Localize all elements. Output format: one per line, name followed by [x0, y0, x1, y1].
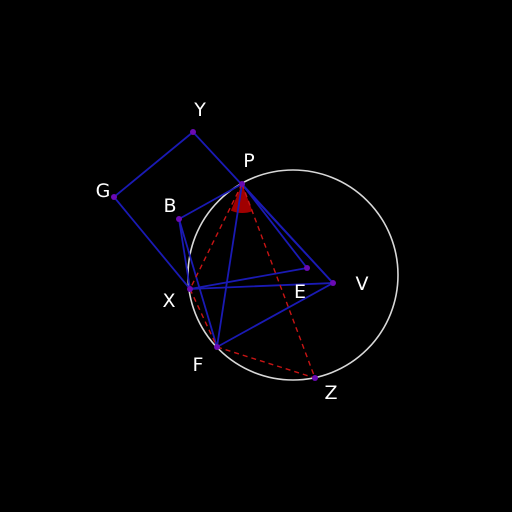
dashed-segment-PZ — [241, 183, 316, 379]
label-P: P — [243, 150, 254, 172]
dashed-segment-PX — [189, 183, 243, 290]
point-E — [304, 265, 310, 271]
point-B — [176, 216, 182, 222]
point-Z — [312, 375, 318, 381]
angle-marker-P — [230, 184, 253, 213]
label-E: E — [294, 281, 306, 303]
point-V — [330, 280, 336, 286]
point-G — [111, 194, 117, 200]
label-X: X — [162, 290, 175, 312]
label-G: G — [96, 180, 111, 202]
angle-layer — [230, 184, 253, 213]
segment-BF — [178, 218, 218, 348]
label-F: F — [193, 354, 204, 376]
construction-layer — [189, 183, 316, 379]
point-Y — [190, 129, 196, 135]
label-Z: Z — [324, 382, 337, 404]
point-P — [239, 181, 245, 187]
dashed-segment-FZ — [216, 346, 316, 379]
point-X — [187, 286, 193, 292]
label-B: B — [163, 195, 176, 217]
triangle-PVF — [215, 182, 335, 349]
labels-layer: Y G P B E V X F Z — [96, 99, 369, 404]
label-V: V — [356, 273, 369, 295]
label-Y: Y — [193, 99, 206, 121]
point-F — [214, 344, 220, 350]
dashed-segment-XF — [189, 288, 218, 348]
points-layer — [111, 129, 336, 381]
